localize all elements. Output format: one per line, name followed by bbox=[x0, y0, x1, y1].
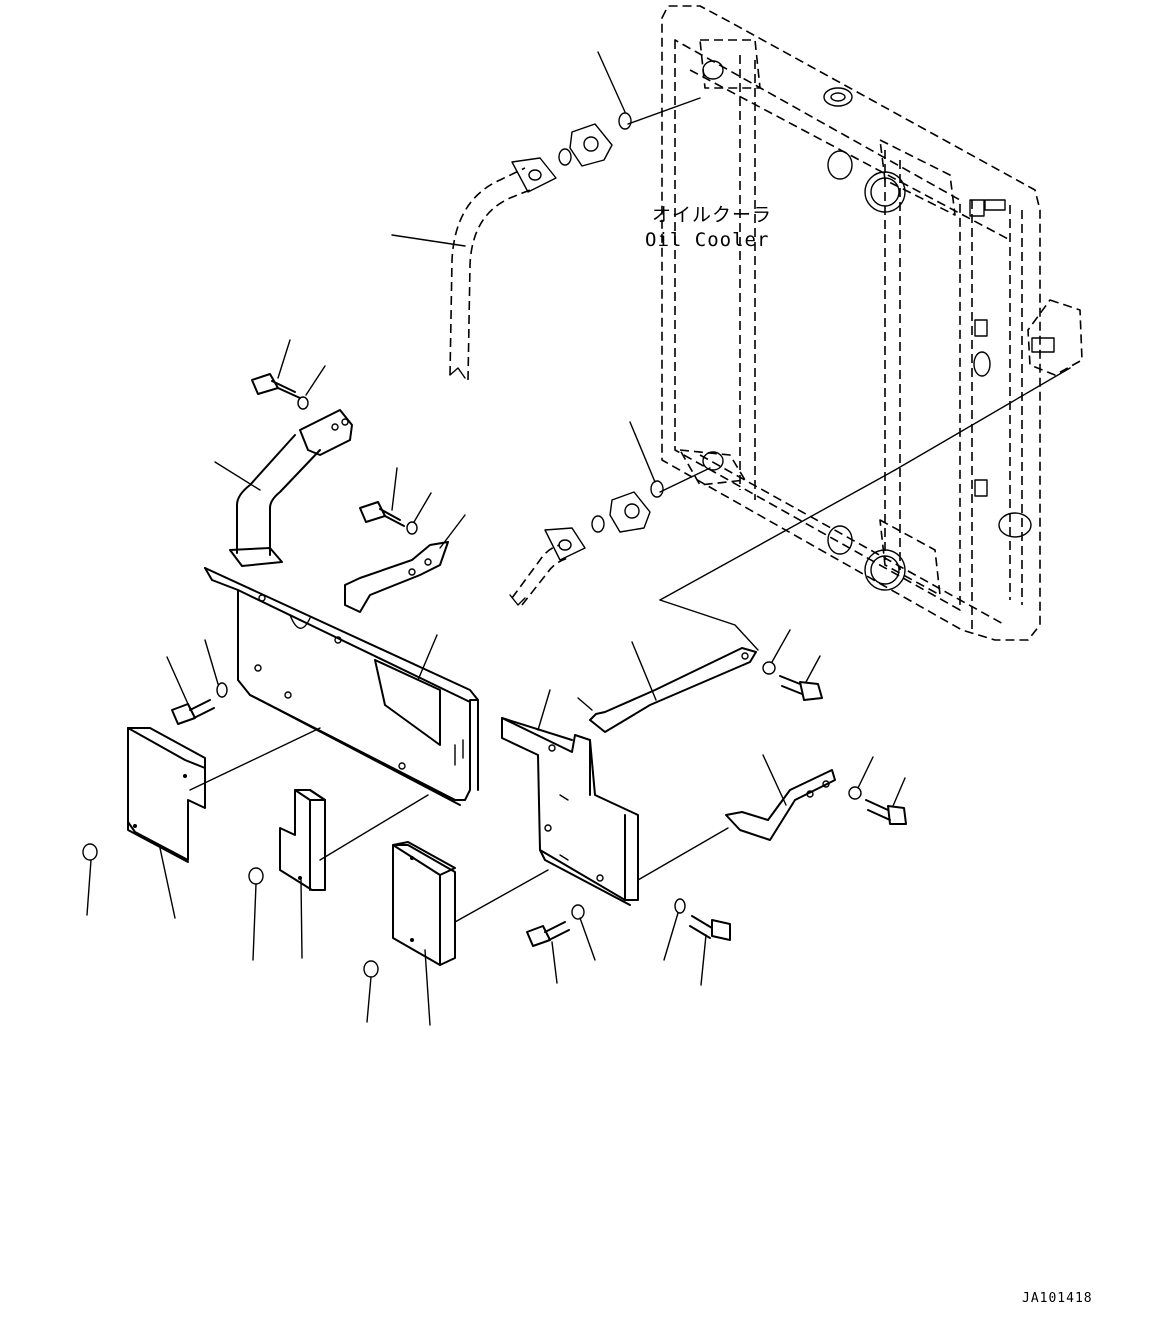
upper-oil-pipe bbox=[449, 112, 632, 381]
seal-block-right bbox=[363, 841, 456, 978]
left-panel-bracket bbox=[204, 567, 479, 806]
right-panel-bracket bbox=[501, 717, 639, 906]
left-support-tube bbox=[229, 409, 353, 567]
seal-block-left bbox=[82, 727, 206, 863]
bracket-strap-right-lower bbox=[725, 769, 836, 841]
seal-block-middle bbox=[248, 789, 326, 891]
oil-cooler-radiator bbox=[661, 5, 1083, 641]
bolt-group-bottom bbox=[526, 898, 731, 947]
lower-oil-pipe bbox=[509, 480, 664, 606]
drawing-code: JA101418 bbox=[1022, 1291, 1093, 1306]
oil-cooler-callout: オイルクーラ Oil Cooler bbox=[645, 204, 772, 251]
bolt-group-right bbox=[762, 661, 907, 825]
callout-jp: オイルクーラ bbox=[652, 204, 772, 226]
bolt-group-left-lower bbox=[171, 682, 228, 725]
bolt-group-upper-left bbox=[251, 373, 418, 535]
bracket-strap-right-upper bbox=[589, 647, 757, 733]
bracket-strap-upper bbox=[344, 541, 449, 613]
leader-lines bbox=[86, 51, 1071, 1026]
callout-en: Oil Cooler bbox=[645, 229, 769, 251]
